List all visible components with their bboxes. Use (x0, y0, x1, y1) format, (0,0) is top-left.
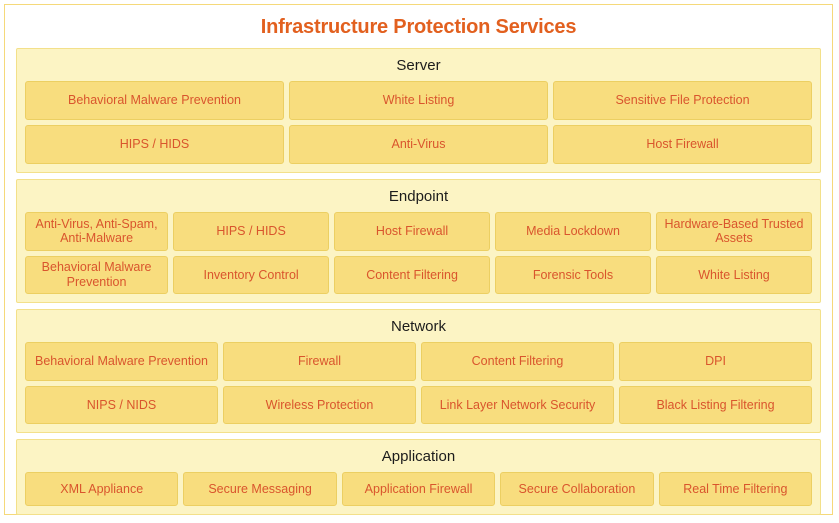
section-title-server: Server (396, 57, 441, 74)
service-box[interactable]: Firewall (223, 342, 416, 381)
service-box[interactable]: HIPS / HIDS (173, 212, 330, 251)
service-box[interactable]: White Listing (656, 255, 812, 294)
service-box[interactable]: HIPS / HIDS (25, 125, 284, 164)
section-title-application: Application (381, 448, 456, 465)
service-box[interactable]: Secure Messaging (183, 472, 337, 506)
page-title: Infrastructure Protection Services (260, 16, 577, 38)
diagram-page: Infrastructure Protection Services Serve… (4, 4, 833, 515)
service-box[interactable]: Content Filtering (421, 342, 614, 381)
service-box[interactable]: DPI (619, 342, 812, 381)
service-box[interactable]: Forensic Tools (495, 255, 651, 294)
service-box[interactable]: Content Filtering (334, 255, 491, 294)
service-box[interactable]: NIPS / NIDS (25, 385, 218, 424)
service-box[interactable]: Host Firewall (334, 212, 491, 251)
service-box[interactable]: Anti-Virus (289, 125, 548, 164)
service-box[interactable]: Behavioral Malware Prevention (25, 342, 218, 381)
service-box[interactable]: Secure Collaboration (500, 472, 654, 506)
service-box[interactable]: Real Time Filtering (658, 472, 813, 506)
service-box[interactable]: Behavioral Malware Prevention (25, 81, 284, 120)
service-box[interactable]: White Listing (289, 81, 548, 120)
service-box[interactable]: Sensitive File Protection (553, 81, 812, 120)
service-box[interactable]: Anti-Virus, Anti-Spam, Anti-Malware (25, 212, 169, 251)
service-box[interactable]: Inventory Control (173, 255, 330, 294)
service-box[interactable]: Hardware-Based Trusted Assets (656, 212, 812, 251)
section-title-network: Network (390, 318, 446, 335)
section-title-endpoint: Endpoint (388, 188, 449, 205)
service-box[interactable]: Wireless Protection (223, 385, 416, 424)
service-box[interactable]: Media Lockdown (495, 212, 651, 251)
service-box[interactable]: Behavioral Malware Prevention (25, 255, 169, 294)
service-box[interactable]: Host Firewall (553, 125, 812, 164)
service-box[interactable]: Application Firewall (341, 472, 496, 506)
service-box[interactable]: Link Layer Network Security (421, 385, 614, 424)
service-box[interactable]: XML Appliance (25, 472, 179, 506)
service-box[interactable]: Black Listing Filtering (619, 385, 812, 424)
